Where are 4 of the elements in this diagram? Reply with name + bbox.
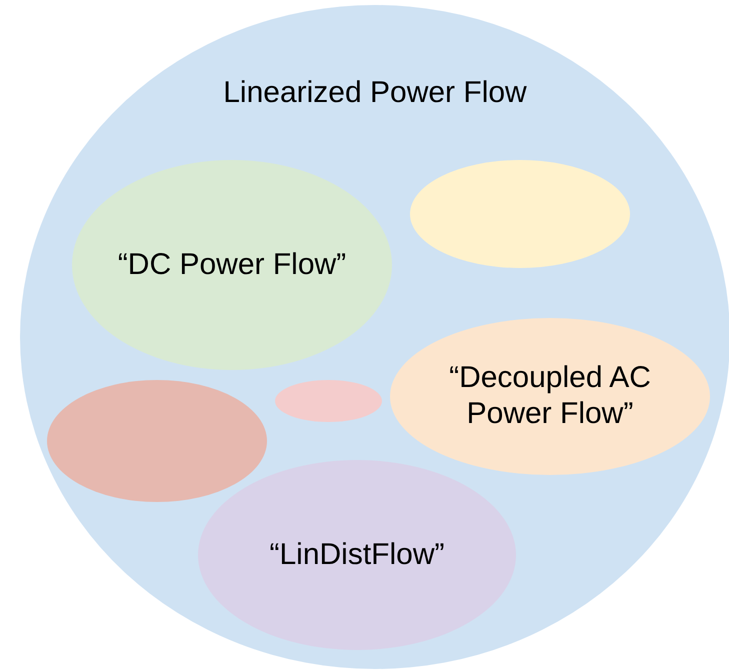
region-label: Linearized Power Flow	[223, 75, 527, 111]
region-label: “Decoupled AC Power Flow”	[448, 360, 652, 432]
region-label: “LinDistFlow”	[269, 537, 445, 573]
region-label: “DC Power Flow”	[118, 247, 346, 283]
